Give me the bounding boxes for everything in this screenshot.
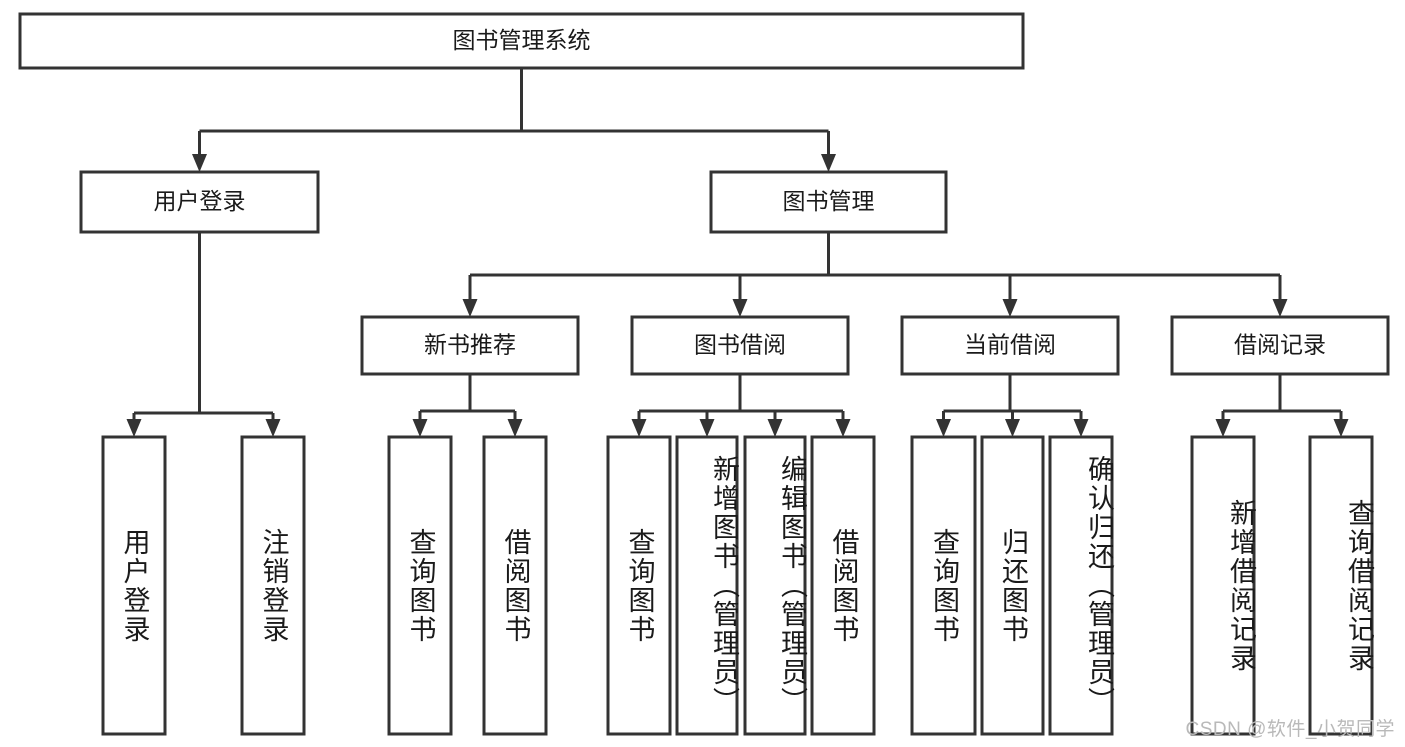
node-leaf-8[interactable] bbox=[910, 435, 977, 736]
node-l2-用户登录[interactable] bbox=[79, 170, 320, 234]
arrow-head-icon bbox=[126, 419, 142, 437]
node-label: 图书管理系统 bbox=[453, 27, 591, 53]
arrow-head-icon bbox=[835, 419, 851, 437]
node-leaf-10[interactable] bbox=[1048, 435, 1114, 736]
node-leaf-12[interactable] bbox=[1308, 435, 1374, 736]
arrow-head-icon bbox=[1073, 419, 1089, 437]
arrow-head-icon bbox=[732, 299, 748, 317]
node-label: 当前借阅 bbox=[964, 332, 1056, 358]
arrow-head-icon bbox=[1333, 419, 1349, 437]
node-l3-新书推荐[interactable] bbox=[360, 315, 580, 376]
arrow-head-icon bbox=[699, 419, 715, 437]
node-l3-图书借阅[interactable] bbox=[630, 315, 850, 376]
node-leaf-9[interactable] bbox=[980, 435, 1045, 736]
node-leaf-3[interactable] bbox=[482, 435, 548, 736]
node-label: 图书借阅 bbox=[694, 332, 786, 358]
arrow-head-icon bbox=[1005, 419, 1020, 437]
node-leaf-5[interactable] bbox=[675, 435, 739, 736]
node-leaf-7[interactable] bbox=[810, 435, 876, 736]
connector-layer bbox=[126, 68, 1349, 437]
node-l2-图书管理[interactable] bbox=[709, 170, 948, 234]
node-leaf-11[interactable] bbox=[1190, 435, 1256, 736]
node-l3-借阅记录[interactable] bbox=[1170, 315, 1390, 376]
arrow-head-icon bbox=[936, 419, 951, 437]
arrow-head-icon bbox=[462, 299, 478, 317]
node-root-图书管理系统[interactable] bbox=[18, 12, 1025, 70]
arrow-head-icon bbox=[412, 419, 428, 437]
node-label: 用户登录 bbox=[154, 188, 246, 214]
arrow-head-icon bbox=[265, 419, 281, 437]
node-label: 新书推荐 bbox=[424, 332, 516, 358]
node-label: 借阅记录 bbox=[1234, 332, 1326, 358]
watermark-text: CSDN @软件_小贺同学 bbox=[1185, 719, 1395, 740]
node-leaf-0[interactable] bbox=[101, 435, 167, 736]
arrow-head-icon bbox=[192, 154, 207, 172]
node-leaf-4[interactable] bbox=[606, 435, 672, 736]
node-label: 图书管理 bbox=[783, 188, 875, 214]
arrow-head-icon bbox=[1272, 299, 1288, 317]
arrow-head-icon bbox=[767, 419, 783, 437]
arrow-head-icon bbox=[631, 419, 647, 437]
arrow-head-icon bbox=[1215, 419, 1231, 437]
node-leaf-1[interactable] bbox=[240, 435, 306, 736]
node-leaf-2[interactable] bbox=[387, 435, 453, 736]
arrow-head-icon bbox=[507, 419, 523, 437]
arrow-head-icon bbox=[821, 154, 836, 172]
arrow-head-icon bbox=[1002, 299, 1018, 317]
node-leaf-6[interactable] bbox=[743, 435, 807, 736]
node-l3-当前借阅[interactable] bbox=[900, 315, 1120, 376]
